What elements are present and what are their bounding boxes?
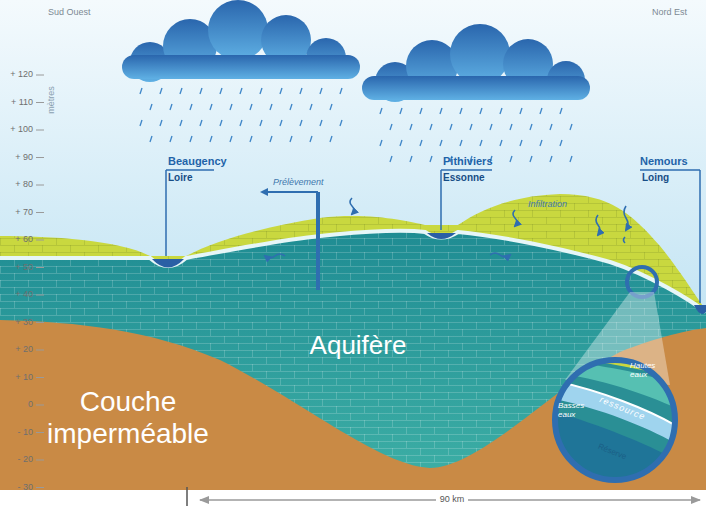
withdrawal-label: Prélèvement <box>273 178 324 188</box>
scale-tick <box>186 487 188 506</box>
river-name: Loing <box>642 172 669 183</box>
water-level-label: Basses eaux <box>558 402 598 420</box>
river-name: Essonne <box>443 172 485 183</box>
reserve-label: Réserve <box>597 442 628 461</box>
aquifer-texture <box>0 231 706 490</box>
axis-value: - 10 <box>3 428 33 438</box>
water-level-label: Hautes eaux <box>630 362 670 380</box>
land-texture <box>0 194 706 490</box>
inset-circle <box>555 360 675 480</box>
resource-label: ressource <box>598 395 647 422</box>
axis-value: + 90 <box>3 153 33 163</box>
axis-value: + 50 <box>3 263 33 273</box>
town-leader <box>441 170 492 230</box>
river-loing <box>694 305 706 314</box>
town-leader <box>166 170 214 256</box>
axis-value: + 110 <box>3 98 33 108</box>
axis-value: + 30 <box>3 318 33 328</box>
axis-value: - 20 <box>3 455 33 465</box>
water-table <box>0 231 706 312</box>
cloud <box>362 24 590 102</box>
axis-value: + 20 <box>3 345 33 355</box>
axis-value: + 100 <box>3 125 33 135</box>
river-loire <box>152 259 184 268</box>
river-essonne <box>427 233 456 239</box>
river-name: Loire <box>168 172 192 183</box>
axis-value: + 120 <box>3 70 33 80</box>
town-name: Pithiviers <box>443 155 493 167</box>
axis-value: 0 <box>3 400 33 410</box>
axis-value: + 60 <box>3 235 33 245</box>
inset-detail <box>550 355 680 485</box>
aquifer-layer <box>0 231 706 490</box>
axis-value: + 80 <box>3 180 33 190</box>
axis-value: + 70 <box>3 208 33 218</box>
axis-unit: mètres <box>47 86 57 114</box>
town-name: Nemours <box>640 155 688 167</box>
well-pipe <box>316 192 320 290</box>
rain <box>140 88 572 162</box>
scale-label: 90 km <box>436 495 469 505</box>
cloud <box>122 0 360 82</box>
withdrawal-arrow <box>262 191 318 193</box>
sky <box>0 0 706 490</box>
direction-label: Nord Est <box>652 8 687 18</box>
town-leader <box>640 170 700 303</box>
axis-value: + 40 <box>3 290 33 300</box>
infiltration-label: Infiltration <box>528 200 567 210</box>
layer-name: Couche imperméable <box>13 386 243 450</box>
axis-ticks <box>36 75 44 488</box>
axis-value: - 30 <box>3 483 33 493</box>
axis-value: + 10 <box>3 373 33 383</box>
infiltration-arrows <box>350 198 628 243</box>
town-name: Beaugency <box>168 155 227 167</box>
layer-name: Aquifère <box>310 331 407 360</box>
direction-label: Sud Ouest <box>48 8 91 18</box>
land-layer <box>0 194 706 490</box>
flow-arrows <box>265 253 510 258</box>
